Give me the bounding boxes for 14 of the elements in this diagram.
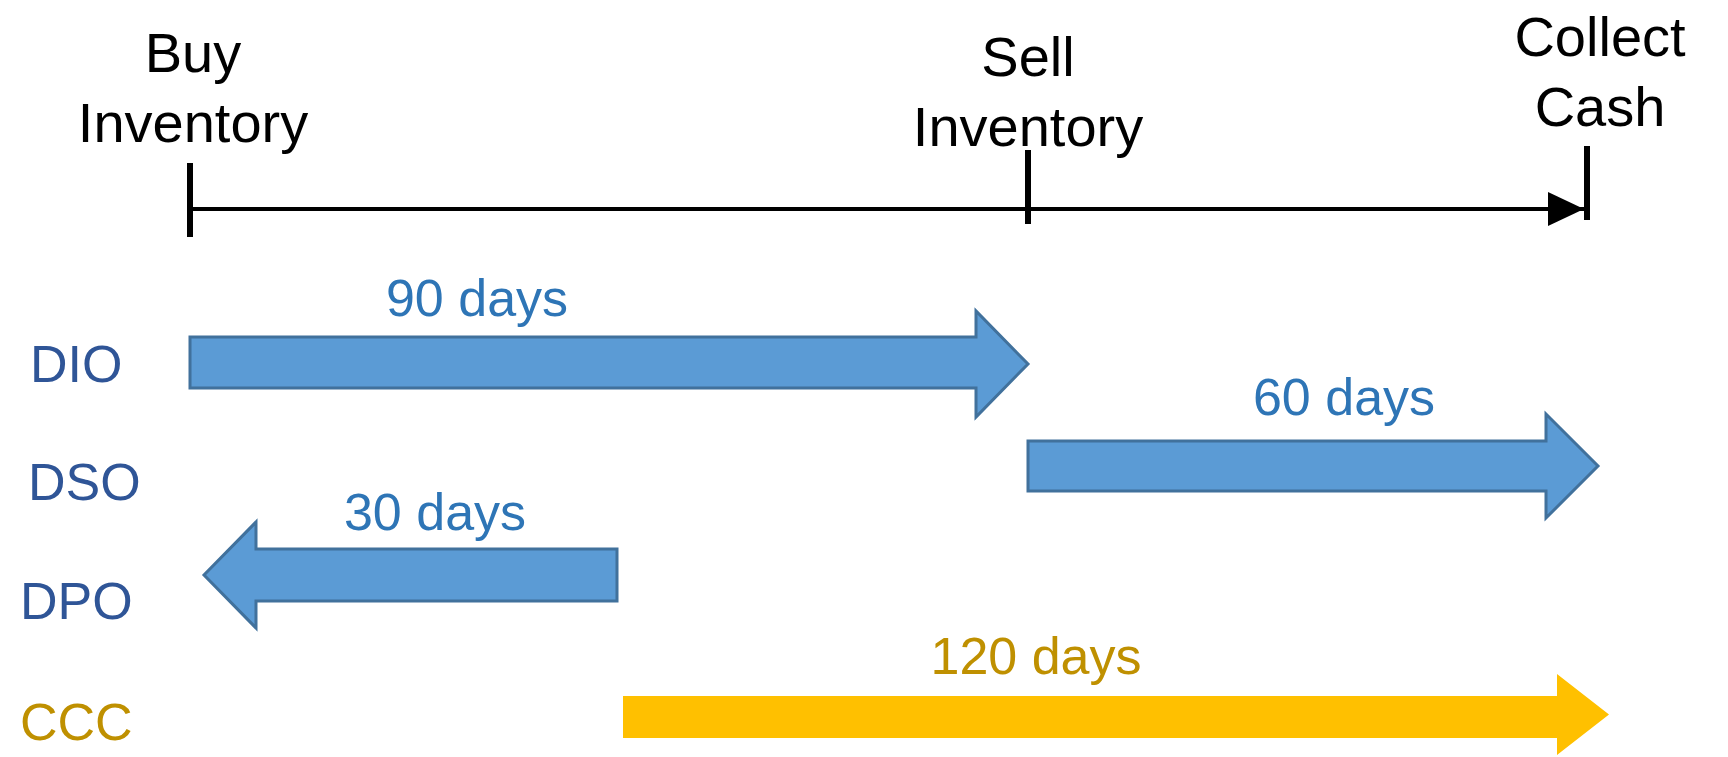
- timeline-arrow: [1031, 192, 1584, 226]
- tick-mark: [1584, 146, 1590, 220]
- metric-label: DIO: [30, 336, 123, 392]
- metric-label: DSO: [28, 454, 141, 510]
- tick-mark: [187, 163, 193, 237]
- milestone-label: Collect Cash: [1513, 4, 1687, 140]
- milestone-label: Buy Inventory: [76, 20, 310, 156]
- metric-label: DPO: [20, 573, 133, 629]
- metric-label: CCC: [20, 694, 133, 750]
- duration-label: 30 days: [342, 484, 528, 540]
- duration-label: 120 days: [929, 628, 1143, 684]
- duration-label: 60 days: [1251, 369, 1437, 425]
- duration-label: 90 days: [384, 270, 570, 326]
- milestone-label: Sell Inventory: [911, 24, 1145, 160]
